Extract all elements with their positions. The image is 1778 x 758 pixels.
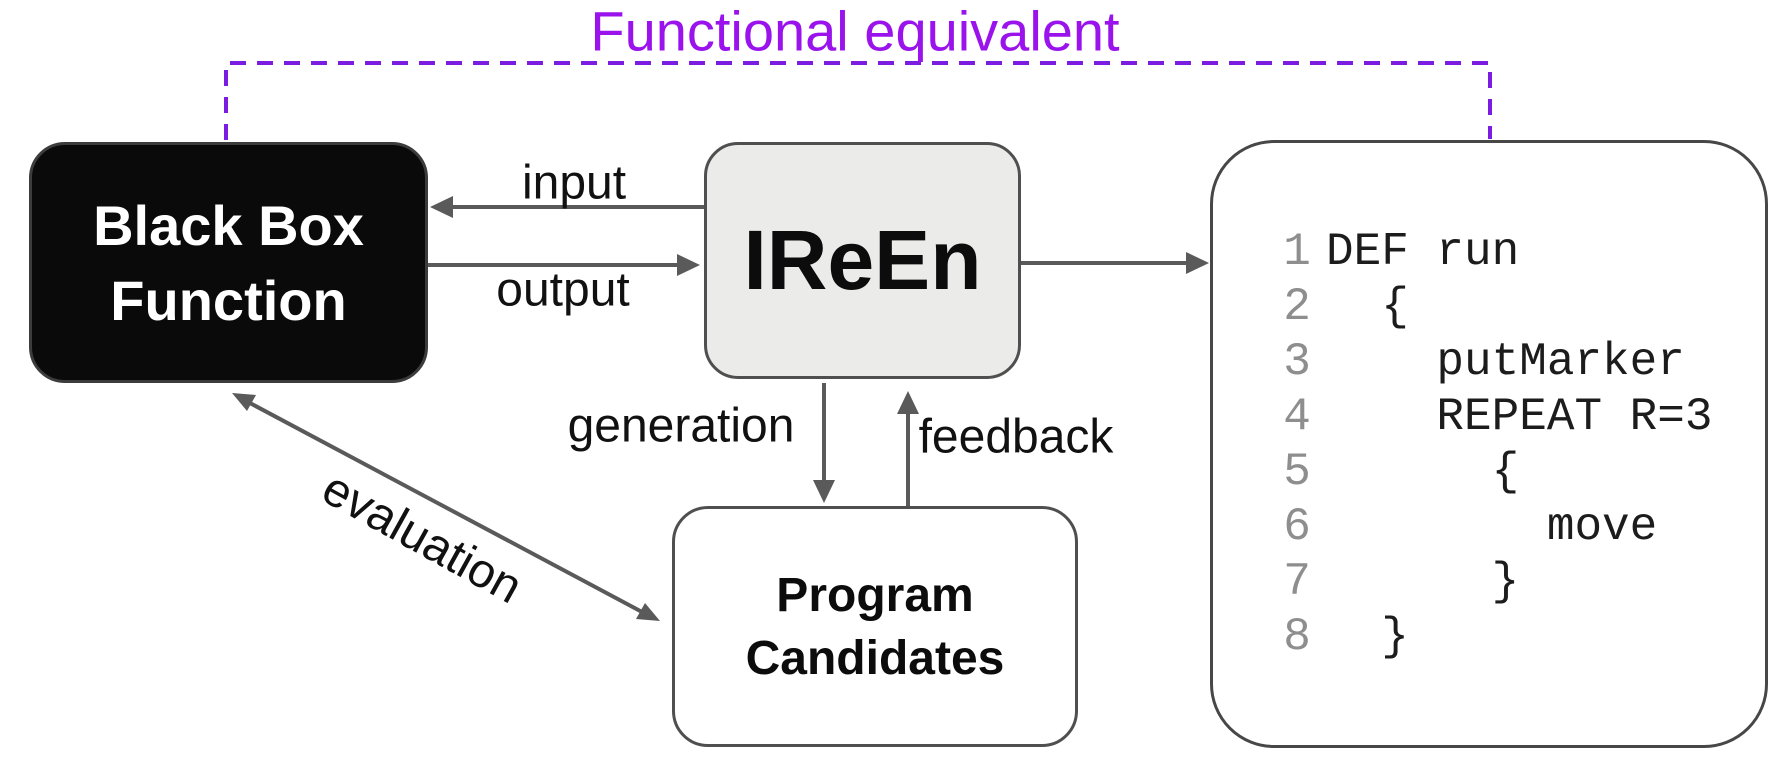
ireen-to-code-arrow — [1021, 252, 1209, 274]
input-edge-label: input — [521, 156, 627, 210]
code-line-text: putMarker — [1326, 336, 1685, 388]
functional-equivalent-label: Functional equivalent — [590, 0, 1120, 63]
code-line-number: 8 — [1283, 611, 1311, 663]
generation-edge-label: generation — [567, 399, 795, 453]
code-line-text: { — [1326, 446, 1520, 498]
generation-arrow — [813, 383, 835, 503]
code-line-number: 3 — [1283, 336, 1311, 388]
black-box-label-line2: Function — [110, 268, 347, 332]
program-candidates-node: Program Candidates — [672, 506, 1078, 747]
code-line: 8 } — [1268, 610, 1409, 665]
code-line: 1 DEF run — [1268, 225, 1519, 280]
feedback-arrow — [897, 391, 919, 507]
code-line: 3 putMarker — [1268, 335, 1685, 390]
code-line-text: DEF run — [1326, 226, 1520, 278]
code-line-text: { — [1326, 281, 1409, 333]
code-line: 7 } — [1268, 555, 1519, 610]
code-line-number: 2 — [1283, 281, 1311, 333]
program-candidates-label-line1: Program — [776, 568, 974, 622]
feedback-edge-label: feedback — [918, 410, 1114, 464]
evaluation-arrow — [232, 393, 660, 621]
code-line-number: 7 — [1283, 556, 1311, 608]
code-line-text: } — [1326, 556, 1520, 608]
code-line-number: 1 — [1283, 226, 1311, 278]
input-arrow — [430, 196, 704, 218]
ireen-node: IReEn — [704, 142, 1021, 379]
code-line-text: REPEAT R=3 — [1326, 391, 1713, 443]
code-line-number: 6 — [1283, 501, 1311, 553]
program-candidates-label-line2: Candidates — [745, 631, 1005, 685]
code-line: 4 REPEAT R=3 — [1268, 390, 1712, 445]
ireen-label: IReEn — [743, 213, 982, 307]
code-line-text: move — [1326, 501, 1658, 553]
black-box-label-line1: Black Box — [93, 193, 364, 257]
code-line: 6 move — [1268, 500, 1657, 555]
output-edge-label: output — [496, 263, 630, 317]
code-line-number: 4 — [1283, 391, 1311, 443]
output-arrow — [428, 254, 700, 276]
code-line-number: 5 — [1283, 446, 1311, 498]
black-box-function-node: Black Box Function — [29, 142, 428, 383]
code-line: 2 { — [1268, 280, 1409, 335]
code-listing-node: 1 DEF run 2 { 3 putMarker 4 REPEAT R=3 5 — [1210, 140, 1768, 748]
code-line-text: } — [1326, 611, 1409, 663]
code-line: 5 { — [1268, 445, 1519, 500]
functional-equivalent-dashed-connector — [224, 61, 1492, 140]
